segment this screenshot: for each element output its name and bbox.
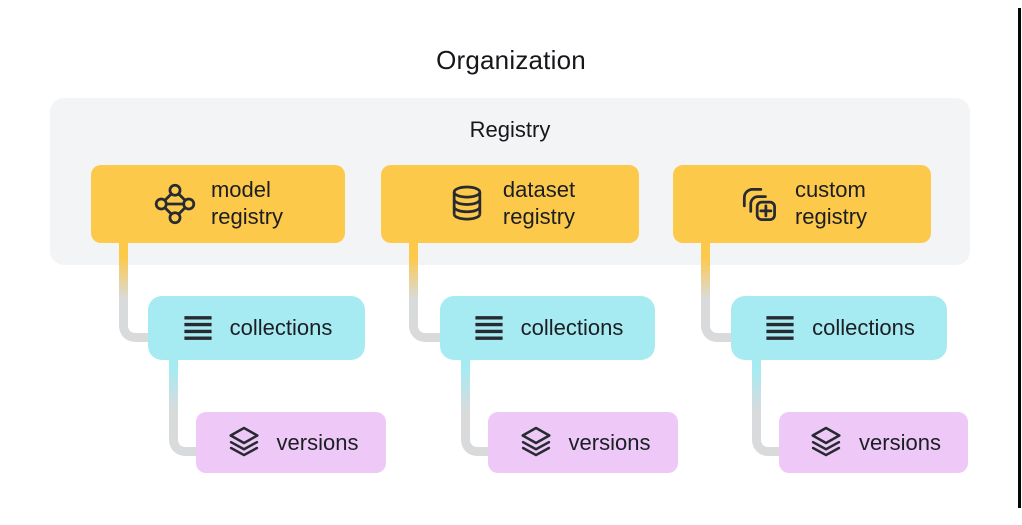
- connector-dataset-gradient: [409, 243, 418, 299]
- connector-custom-gradient: [701, 243, 710, 299]
- versions-label: versions: [276, 429, 359, 455]
- layers-stack-icon: [806, 423, 846, 463]
- collections-label: collections: [520, 315, 624, 340]
- connector-collections-gradient-1: [169, 360, 178, 412]
- connector-collections-gradient-3: [752, 360, 761, 412]
- versions-label: versions: [859, 429, 941, 455]
- collections-box-1: collections: [148, 296, 365, 360]
- versions-label: versions: [568, 429, 651, 455]
- connector-model-gradient: [119, 243, 128, 299]
- connector-collections-gradient-2: [461, 360, 470, 412]
- versions-box-1: versions: [196, 412, 386, 473]
- model-graph-icon: [153, 182, 197, 226]
- custom-registry-box: custom registry: [673, 165, 931, 243]
- screenshot-right-border: [1018, 8, 1021, 508]
- database-icon: [445, 182, 489, 226]
- model-registry-label: model registry: [210, 177, 284, 229]
- versions-box-3: versions: [779, 412, 968, 473]
- collections-box-3: collections: [731, 296, 947, 360]
- layers-stack-icon: [224, 423, 264, 463]
- list-lines-icon: [181, 311, 215, 345]
- model-registry-box: model registry: [91, 165, 345, 243]
- dataset-registry-box: dataset registry: [381, 165, 639, 243]
- list-lines-icon: [763, 311, 797, 345]
- list-lines-icon: [472, 311, 506, 345]
- organization-title: Organization: [436, 45, 586, 75]
- dataset-registry-label: dataset registry: [502, 177, 576, 229]
- copy-plus-icon: [737, 182, 781, 226]
- custom-registry-label: custom registry: [794, 177, 868, 229]
- collections-label: collections: [812, 315, 915, 340]
- collections-label: collections: [229, 315, 333, 340]
- layers-stack-icon: [516, 423, 556, 463]
- registry-panel-label: Registry: [469, 117, 551, 142]
- versions-box-2: versions: [488, 412, 678, 473]
- collections-box-2: collections: [440, 296, 655, 360]
